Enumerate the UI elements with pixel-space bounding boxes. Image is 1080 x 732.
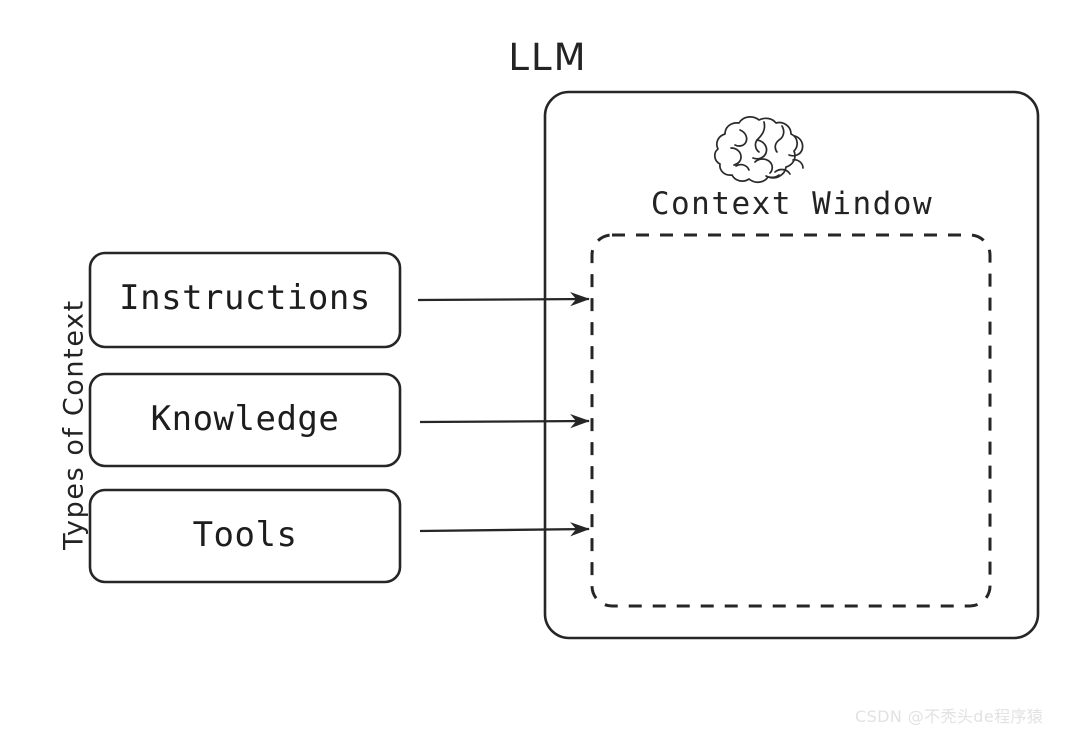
- llm-container: [543, 90, 1040, 640]
- card-knowledge[interactable]: [88, 372, 402, 468]
- arrow-tools-to-context: [419, 522, 590, 537]
- arrow-knowledge-to-context: [419, 413, 590, 429]
- types-of-context-axis-label: Types of Context: [58, 299, 90, 550]
- card-tools[interactable]: [88, 488, 402, 584]
- arrow-instructions-to-context: [417, 291, 590, 307]
- card-instructions[interactable]: [88, 251, 402, 349]
- context-window-region: [590, 233, 992, 608]
- card-label-instructions: Instructions: [119, 278, 371, 318]
- card-label-knowledge: Knowledge: [150, 399, 340, 439]
- llm-title: LLM: [508, 36, 588, 79]
- brain-icon: [714, 116, 804, 183]
- csdn-watermark: CSDN @不秃头de程序猿: [855, 707, 1044, 726]
- context-window-label: Context Window: [650, 186, 934, 222]
- card-label-tools: Tools: [192, 515, 298, 555]
